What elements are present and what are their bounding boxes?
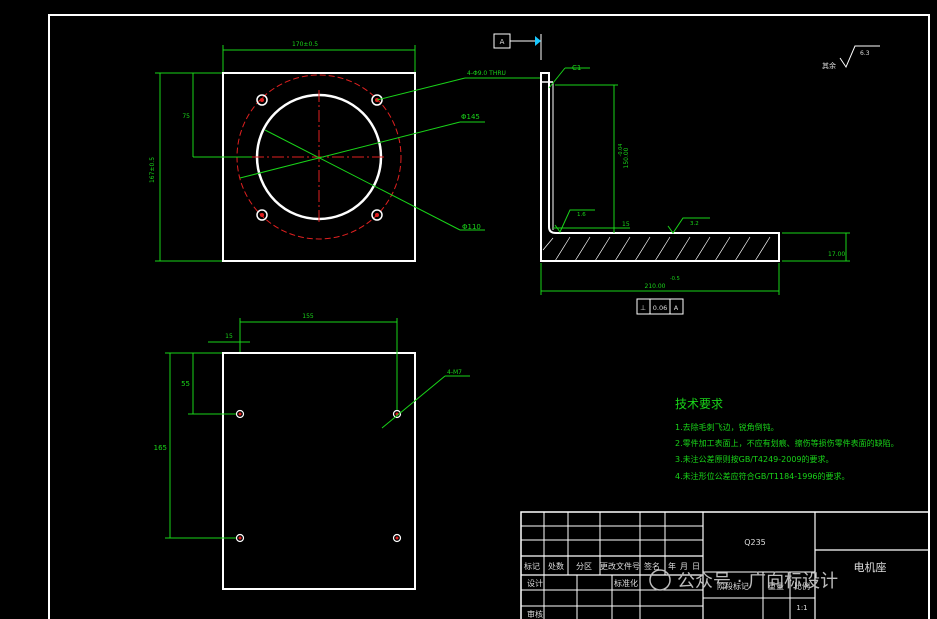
svg-text:日: 日: [692, 562, 700, 571]
svg-text:-0.04: -0.04: [618, 144, 624, 157]
other-roughness-label: 其余: [822, 61, 836, 70]
side-length-dim: 210.00: [645, 283, 666, 290]
dia-110-label: Φ110: [462, 223, 481, 231]
svg-text:标记: 标记: [524, 561, 540, 571]
bottom-offset-x: 15: [225, 333, 233, 340]
svg-text:分区: 分区: [576, 562, 592, 571]
dia-145-label: Φ145: [461, 113, 480, 121]
perp-tol-value: 0.06: [653, 304, 667, 312]
part-name: 电机座: [854, 560, 887, 574]
bottom-view: 155 15 55 165 4-M7: [154, 313, 470, 590]
svg-text:处数: 处数: [548, 561, 564, 571]
chamfer-label: C1: [572, 64, 581, 72]
perpendicularity-frame: [636, 298, 684, 315]
drawing-border: [48, 14, 930, 619]
note-item: 2.零件加工表面上，不应有划痕、擦伤等损伤零件表面的缺陷。: [675, 438, 899, 448]
svg-text:重量: 重量: [768, 581, 784, 591]
svg-text:更改文件号: 更改文件号: [600, 561, 640, 571]
bottom-view-holes: [235, 409, 402, 543]
svg-text:月: 月: [680, 562, 688, 571]
bottom-view-plate: [222, 352, 416, 590]
svg-text:⊥: ⊥: [640, 304, 646, 312]
note-item: 3.未注公差原则按GB/T4249-2009的要求。: [675, 454, 834, 464]
top-height-dim: 167±0.5: [149, 157, 156, 183]
bottom-hole-callout: 4-M7: [447, 369, 462, 376]
side-thickness-dim: 15: [622, 221, 630, 228]
bracket-profile: [540, 72, 780, 262]
svg-text:设计: 设计: [527, 578, 543, 588]
material: Q235: [744, 538, 766, 547]
scale-value: 1:1: [796, 604, 807, 612]
top-view-plate: [222, 72, 416, 262]
svg-text:公众号 · 广向标设计: 公众号 · 广向标设计: [677, 571, 838, 592]
roughness-1: 1.6: [577, 212, 586, 218]
side-view: A C1 150.00 -0.04 15 1.6 3.2 17.00 210.0…: [493, 33, 880, 315]
top-offset-dim: 75: [182, 113, 190, 120]
top-hole-callout: 4-Φ9.0 THRU: [467, 70, 506, 77]
top-width-dim: 170±0.5: [292, 41, 318, 48]
note-item: 4.未注形位公差应符合GB/T1184-1996的要求。: [675, 471, 850, 481]
base-thickness-dim: 17.00: [828, 251, 845, 258]
svg-text:比例: 比例: [794, 581, 810, 591]
top-view: 170±0.5 167±0.5 75 4-Φ9.0 THRU Φ145 Φ110: [149, 41, 540, 262]
svg-text:阶段标记: 阶段标记: [717, 581, 749, 591]
bottom-offset-y: 55: [181, 380, 190, 388]
datum-letter: A: [500, 38, 505, 46]
watermark: 公众号 · 广向标设计: [649, 569, 838, 592]
svg-text:签名: 签名: [644, 561, 660, 571]
section-hatch: [542, 236, 771, 262]
svg-text:标准化: 标准化: [614, 578, 638, 588]
bottom-height-dim: 165: [154, 444, 167, 452]
other-roughness-value: 6.3: [860, 50, 870, 57]
note-item: 1.去除毛刺飞边，锐角倒钝。: [675, 422, 779, 432]
svg-text:审核: 审核: [527, 609, 543, 619]
svg-text:-0.5: -0.5: [670, 276, 680, 282]
roughness-2: 3.2: [690, 221, 699, 227]
wechat-icon: [649, 569, 671, 591]
title-block: 标记 处数 分区 更改文件号 签名 年 月 日 设计 标准化 审核 Q235 电…: [520, 511, 930, 619]
svg-text:A: A: [674, 304, 679, 312]
bottom-width-dim: 155: [302, 313, 314, 320]
side-height-dim: 150.00: [623, 147, 630, 168]
notes-title: 技术要求: [675, 397, 723, 411]
technical-requirements: 技术要求 1.去除毛刺飞边，锐角倒钝。 2.零件加工表面上，不应有划痕、擦伤等损…: [675, 397, 899, 481]
svg-text:年: 年: [668, 561, 676, 571]
